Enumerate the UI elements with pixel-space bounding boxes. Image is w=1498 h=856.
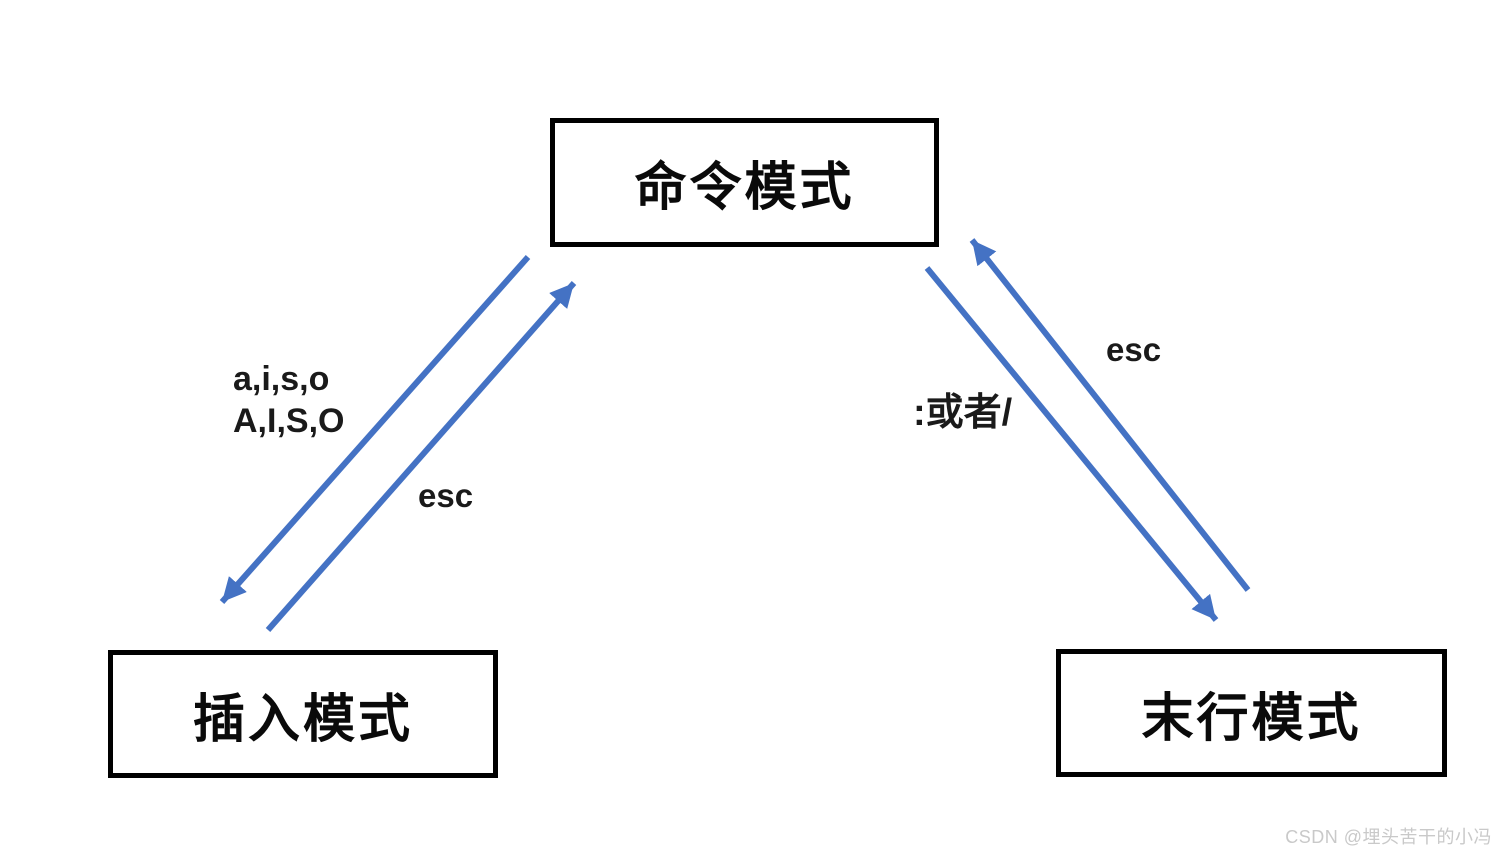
node-insert-mode: 插入模式 [108,650,498,778]
arrow-command-to-insert [219,255,531,604]
node-command-mode: 命令模式 [550,118,939,247]
csdn-watermark: CSDN @埋头苦干的小冯 [1285,827,1492,847]
edge-label-lastline-to-command-esc: esc [1106,331,1162,368]
node-insert-mode-label: 插入模式 [192,690,413,749]
node-command-mode-label: 命令模式 [634,159,855,217]
edge-label-command-to-insert-keys: a,i,s,o A,I,S,O [233,358,344,442]
arrow-command-to-lastline [924,266,1219,622]
node-lastline-mode: 末行模式 [1056,649,1447,777]
edge-label-command-to-lastline-colon: :或者/ [913,392,1013,434]
edge-label-insert-to-command-esc: esc [418,477,474,514]
arrow-insert-to-command [265,281,577,632]
arrow-lastline-to-command [969,238,1251,592]
edge-label-keys-uppercase: A,I,S,O [233,402,345,440]
node-lastline-mode-label: 末行模式 [1141,689,1362,748]
edge-label-keys-lowercase: a,i,s,o [233,360,330,398]
